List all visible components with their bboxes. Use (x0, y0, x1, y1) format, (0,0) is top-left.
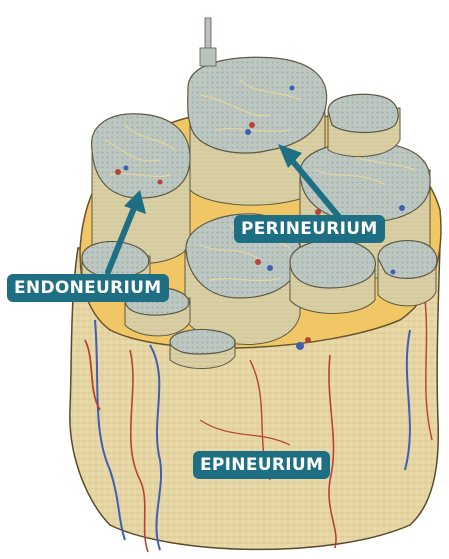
fascicle-small-right (328, 94, 400, 156)
endoneurium-label: ENDONEURIUM (7, 274, 169, 302)
fascicle-far-right (378, 241, 437, 306)
fascicle-mid-right (290, 240, 375, 314)
epineurium-label: EPINEURIUM (193, 451, 330, 479)
perineurium-label: PERINEURIUM (234, 215, 385, 243)
